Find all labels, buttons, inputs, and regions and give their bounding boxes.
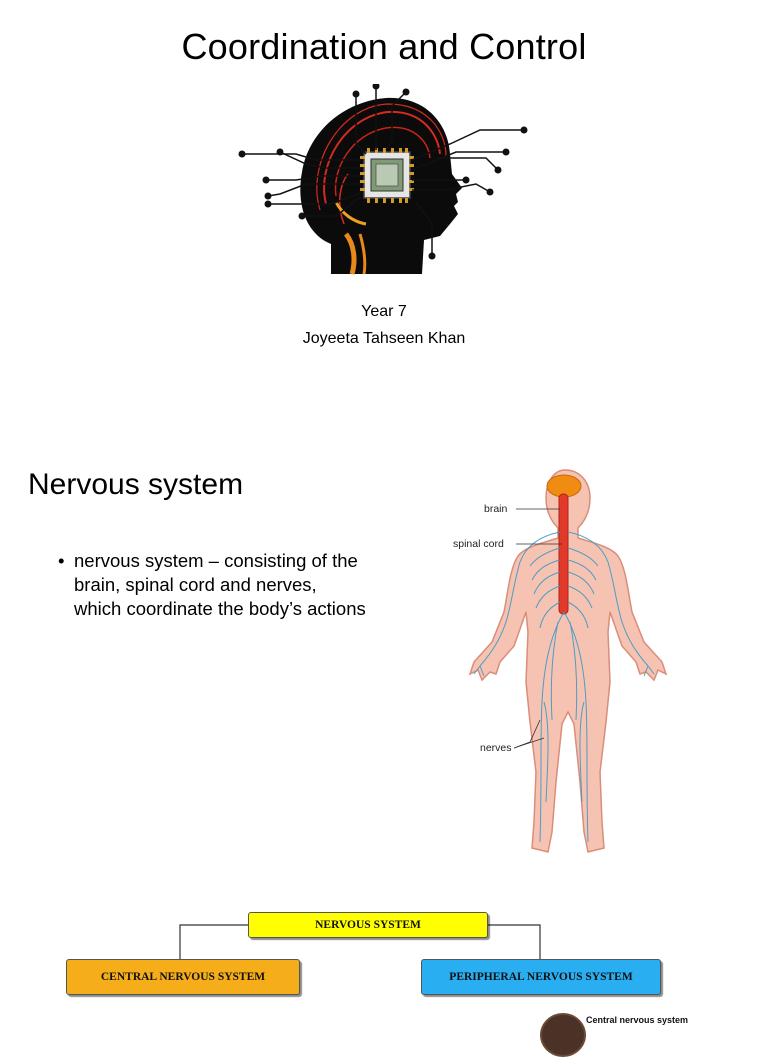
bullet-point: • nervous system – consisting of the bra… <box>58 549 368 621</box>
slide-title: Nervous system <box>28 468 244 501</box>
human-nervous-system-figure: brain spinal cord nerves <box>453 469 668 853</box>
bullet-dot-icon: • <box>58 550 65 571</box>
central-nervous-system-box: CENTRAL NERVOUS SYSTEM <box>66 959 300 995</box>
nervous-system-diagram-slide: NERVOUS SYSTEM CENTRAL NERVOUS SYSTEM PE… <box>0 895 768 1057</box>
slide-title: Coordination and Control <box>181 26 587 67</box>
subtitle-author: Joyeeta Tahseen Khan <box>302 330 466 347</box>
subtitle-year: Year 7 <box>361 303 407 320</box>
label-spinal-cord: spinal cord <box>453 538 504 550</box>
head-circuit-illustration <box>238 84 528 275</box>
nervous-system-slide: Nervous system • nervous system – consis… <box>0 440 768 880</box>
title-slide: Coordination and Control <box>0 0 768 400</box>
partial-next-slide: Central nervous system <box>540 1010 708 1057</box>
diagram-connectors <box>179 924 541 959</box>
head-photo <box>540 1013 586 1057</box>
nervous-system-box: NERVOUS SYSTEM <box>248 912 488 938</box>
label-brain: brain <box>484 503 508 515</box>
label-nerves: nerves <box>480 742 512 754</box>
peripheral-nervous-system-box: PERIPHERAL NERVOUS SYSTEM <box>421 959 661 995</box>
bullet-text: nervous system – consisting of the brain… <box>74 550 366 619</box>
partial-caption: Central nervous system <box>586 1015 689 1025</box>
